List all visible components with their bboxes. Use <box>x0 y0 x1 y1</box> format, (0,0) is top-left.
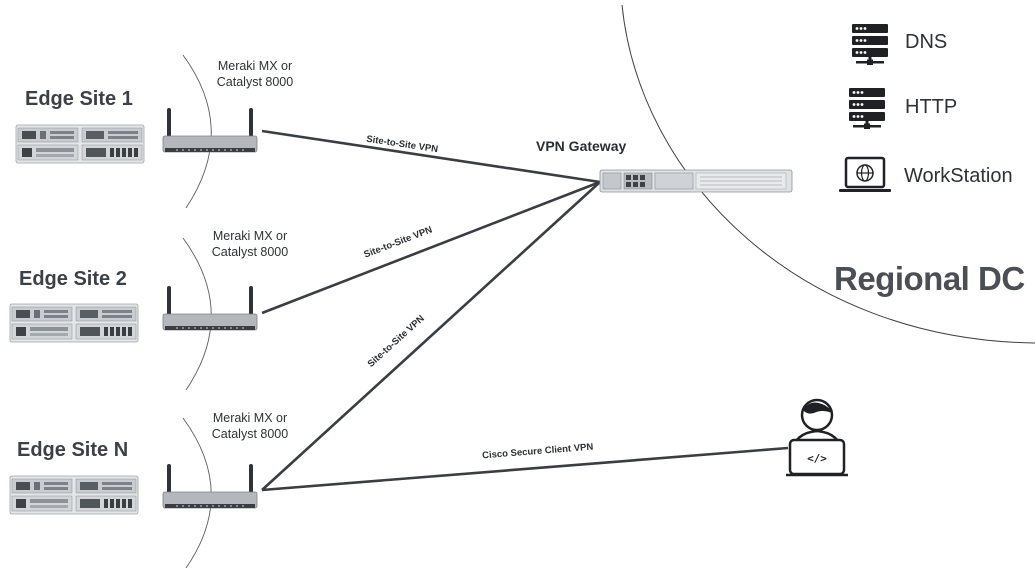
link-site-n <box>261 181 601 491</box>
server-icon <box>849 88 885 129</box>
router-site-2 <box>162 285 258 331</box>
gateway-label: VPN Gateway <box>536 138 627 154</box>
edge-server-1 <box>15 124 145 164</box>
server-icon <box>852 24 888 65</box>
datacenter-label: Regional DC <box>834 260 1025 297</box>
site-2-boundary-arc <box>182 237 212 391</box>
site-title-2: Edge Site 2 <box>19 268 127 290</box>
router-label-1: Meraki MX or Catalyst 8000 <box>216 59 294 89</box>
laptop-globe-icon <box>839 156 891 192</box>
service-label-dns: DNS <box>905 31 948 53</box>
edge-server-n <box>9 475 139 515</box>
site-title-1: Edge Site 1 <box>25 88 133 110</box>
link-site-2 <box>261 180 601 315</box>
edge-server-2 <box>9 303 139 343</box>
datacenter-boundary-arc <box>621 4 1035 344</box>
link-site-1 <box>261 129 601 184</box>
site-title-n: Edge Site N <box>17 439 129 461</box>
code-glyph: </> <box>807 452 827 465</box>
router-label-2: Meraki MX or Catalyst 8000 <box>211 229 289 259</box>
vpn-gateway-device <box>599 169 793 193</box>
service-label-http: HTTP <box>905 96 958 118</box>
developer-laptop-icon: </> <box>786 398 848 477</box>
service-label-workstation: WorkStation <box>904 165 1013 187</box>
router-label-n: Meraki MX or Catalyst 8000 <box>211 411 289 441</box>
site-1-boundary-arc <box>182 54 212 209</box>
link-secure-client <box>261 446 789 492</box>
router-site-n <box>162 463 258 509</box>
